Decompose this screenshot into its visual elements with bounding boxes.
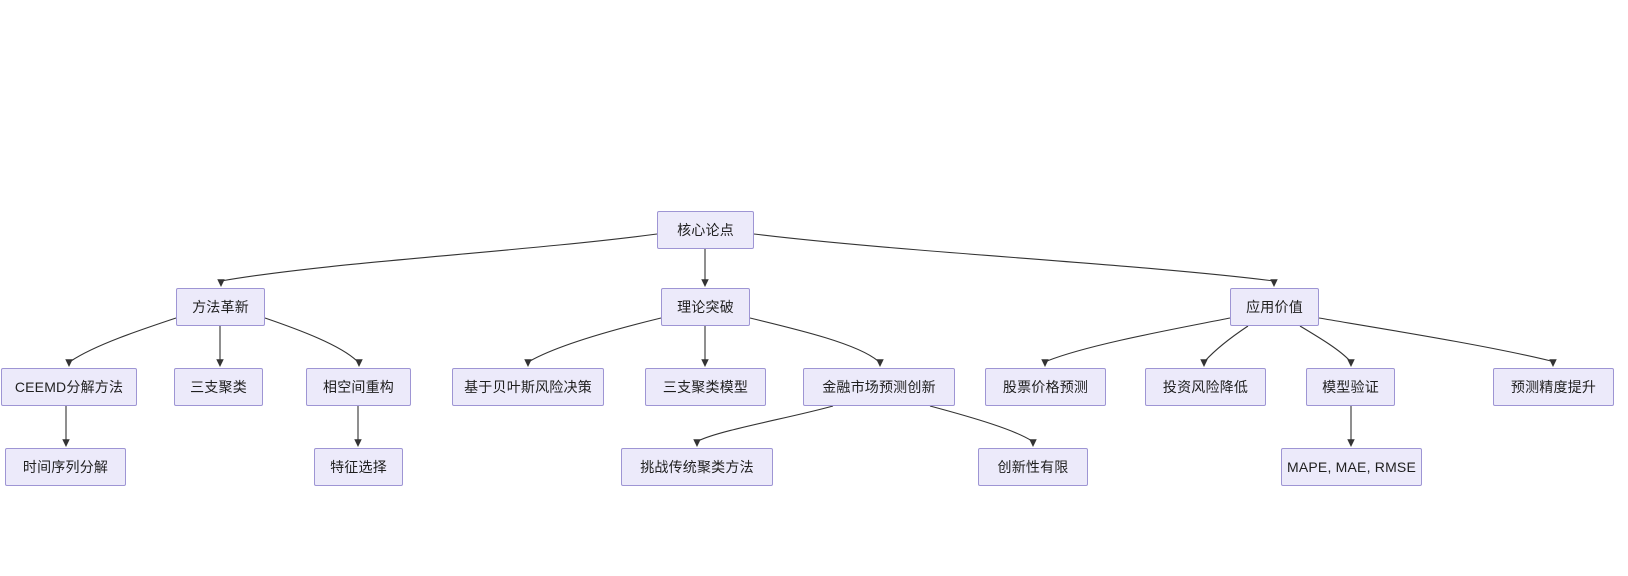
node-label: 特征选择 [330, 459, 387, 475]
node-label: 相空间重构 [323, 379, 394, 395]
node-l2c[interactable]: 相空间重构 [306, 368, 411, 406]
arrow-head-icon [1041, 359, 1049, 367]
arrow-head-icon [1029, 439, 1037, 447]
arrow-head-icon [1270, 279, 1278, 287]
node-label: 基于贝叶斯风险决策 [464, 379, 592, 395]
node-l2e[interactable]: 三支聚类模型 [645, 368, 766, 406]
node-l2h[interactable]: 投资风险降低 [1145, 368, 1266, 406]
node-label: 方法革新 [192, 299, 249, 315]
node-label: 预测精度提升 [1510, 379, 1597, 395]
arrow-head-icon [1200, 359, 1208, 367]
node-l3e[interactable]: MAPE, MAE, RMSE [1281, 448, 1422, 486]
node-l3a[interactable]: 时间序列分解 [5, 448, 126, 486]
node-label: 金融市场预测创新 [822, 379, 936, 395]
node-l1c[interactable]: 应用价值 [1230, 288, 1319, 326]
node-label: 三支聚类模型 [662, 379, 749, 395]
node-label: 三支聚类 [190, 379, 247, 395]
arrow-head-icon [217, 279, 225, 287]
node-l3c[interactable]: 挑战传统聚类方法 [621, 448, 773, 486]
node-l2b[interactable]: 三支聚类 [174, 368, 263, 406]
node-label: 应用价值 [1246, 299, 1303, 315]
arrow-head-icon [1347, 439, 1355, 447]
edge-l1c-to-l2g [1046, 317, 1231, 362]
edge-l1a-to-l2c [264, 317, 358, 362]
node-label: MAPE, MAE, RMSE [1286, 459, 1417, 475]
arrow-head-icon [216, 359, 224, 367]
arrow-head-icon [1549, 359, 1557, 367]
node-label: 挑战传统聚类方法 [640, 459, 754, 475]
edge-l1b-to-l2d [529, 317, 662, 362]
edge-l1c-to-l2j [1318, 317, 1552, 362]
node-l2j[interactable]: 预测精度提升 [1493, 368, 1614, 406]
node-l1b[interactable]: 理论突破 [661, 288, 750, 326]
node-label: 模型验证 [1322, 379, 1379, 395]
node-label: 创新性有限 [997, 459, 1069, 475]
node-label: 股票价格预测 [1002, 379, 1089, 395]
edge-l2f-to-l3c [697, 405, 834, 442]
node-l3b[interactable]: 特征选择 [314, 448, 403, 486]
node-label: CEEMD分解方法 [14, 379, 124, 395]
arrow-head-icon [1347, 359, 1355, 367]
node-l2d[interactable]: 基于贝叶斯风险决策 [452, 368, 604, 406]
node-l2a[interactable]: CEEMD分解方法 [1, 368, 137, 406]
arrow-head-icon [65, 359, 73, 367]
node-root[interactable]: 核心论点 [657, 211, 754, 249]
arrow-head-icon [701, 279, 709, 287]
edge-l1b-to-l2f [749, 317, 879, 362]
node-l3d[interactable]: 创新性有限 [978, 448, 1088, 486]
node-l1a[interactable]: 方法革新 [176, 288, 265, 326]
edge-root-to-l1a [220, 233, 658, 282]
node-l2g[interactable]: 股票价格预测 [985, 368, 1106, 406]
arrow-head-icon [354, 439, 362, 447]
arrow-head-icon [524, 359, 532, 367]
arrow-head-icon [701, 359, 709, 367]
edge-l1c-to-l2i [1299, 325, 1351, 362]
node-label: 核心论点 [677, 222, 734, 238]
arrow-head-icon [355, 359, 363, 367]
node-label: 时间序列分解 [22, 459, 109, 475]
node-label: 投资风险降低 [1162, 379, 1249, 395]
edge-l1a-to-l2a [70, 317, 177, 362]
arrow-head-icon [693, 439, 701, 447]
edge-root-to-l1c [753, 233, 1275, 282]
arrow-head-icon [62, 439, 70, 447]
edge-l1c-to-l2h [1204, 325, 1249, 362]
arrow-head-icon [876, 359, 884, 367]
edge-l2f-to-l3d [929, 405, 1033, 442]
node-label: 理论突破 [677, 299, 734, 315]
node-l2i[interactable]: 模型验证 [1306, 368, 1395, 406]
node-l2f[interactable]: 金融市场预测创新 [803, 368, 955, 406]
